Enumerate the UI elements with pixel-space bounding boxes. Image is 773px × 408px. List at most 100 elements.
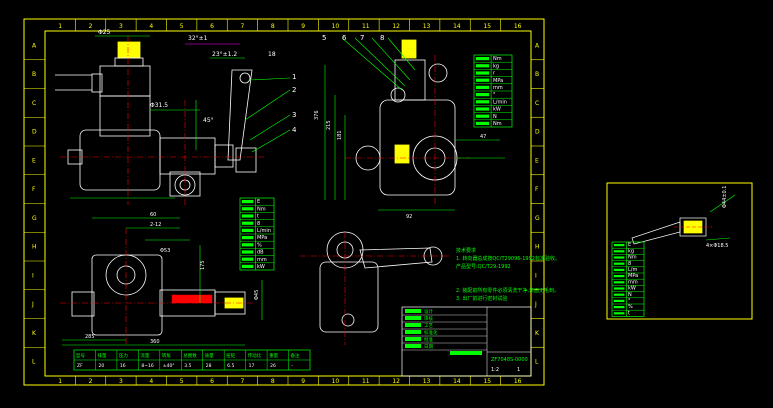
valve-cap xyxy=(117,41,141,59)
side-housing xyxy=(379,99,456,196)
border-col-label-bottom: 14 xyxy=(453,378,461,385)
leader-label-4: 4 xyxy=(292,126,297,134)
title-label-swatch xyxy=(405,316,421,320)
dim-d1-text: Φ25 xyxy=(98,29,111,36)
right-table-cell: r xyxy=(493,71,496,77)
table-label-cell xyxy=(476,57,490,61)
param-header: 总圈数 xyxy=(183,352,197,359)
param-value: 3.5 xyxy=(184,363,191,369)
detail-table-cell: % xyxy=(628,304,633,310)
side-valve-cap xyxy=(401,39,417,59)
right-table-cell: Nm xyxy=(493,56,502,62)
main-sheet: 1122334455667788991010111112121313141415… xyxy=(23,18,545,386)
border-col-label-bottom: 11 xyxy=(362,378,370,385)
param-value: 16 xyxy=(120,363,126,369)
leader-label-6: 6 xyxy=(342,34,347,42)
border-row-label-left: K xyxy=(32,330,37,337)
border-row-label-right: F xyxy=(535,186,539,193)
border-row-label-right: J xyxy=(534,301,537,308)
border-row-label-right: E xyxy=(535,157,539,164)
leader-7 xyxy=(371,37,411,81)
dim-arm3-text: 18 xyxy=(268,51,276,58)
param-value: 8~16 xyxy=(141,363,153,369)
param-header: 重量 xyxy=(269,352,278,359)
param-header: 转角 xyxy=(162,352,171,359)
title-label: 审核 xyxy=(424,315,433,322)
main-table-cell: MPa xyxy=(257,235,267,241)
housing-upper xyxy=(99,95,151,137)
table-label-cell xyxy=(242,236,254,240)
leader-label-7: 7 xyxy=(360,34,364,42)
title-label-swatch xyxy=(405,330,421,334)
table-label-cell xyxy=(242,207,254,211)
right-table-cell: ° xyxy=(493,92,496,98)
pitman-arm-ball xyxy=(239,72,251,84)
border-col-label-top: 8 xyxy=(271,23,275,30)
border-row-label-left: G xyxy=(32,215,37,222)
table-label-cell xyxy=(476,114,490,118)
table-label-cell xyxy=(614,281,625,284)
side-port-circle-2 xyxy=(390,87,406,103)
border-row-label-right: B xyxy=(535,71,539,78)
parameter-table: 型号ZF排量20压力16流量8~16转角±40°总圈数3.5质量28扭矩6.5传… xyxy=(73,349,311,371)
pitman-arm xyxy=(227,69,253,161)
port-arrows xyxy=(55,74,92,91)
rear-drain xyxy=(341,313,355,327)
table-label-cell xyxy=(614,244,625,247)
table-label-cell xyxy=(476,121,490,125)
border-col-label-bottom: 5 xyxy=(180,378,184,385)
top-view-housing xyxy=(91,254,163,336)
title-label: 标准化 xyxy=(424,329,438,336)
top-view-piston xyxy=(171,294,213,304)
table-label-cell xyxy=(614,262,625,265)
table-label-cell xyxy=(476,93,490,97)
leader-1 xyxy=(249,77,291,81)
border-row-label-right: H xyxy=(535,244,540,251)
dim-arm2-text: 23°±1.2 xyxy=(212,51,237,58)
table-label-cell xyxy=(614,299,625,302)
param-header: 扭矩 xyxy=(226,352,235,359)
param-value: ±40° xyxy=(163,363,175,369)
border-col-label-bottom: 7 xyxy=(240,378,244,385)
border-col-label-top: 15 xyxy=(483,23,491,30)
gear-housing xyxy=(79,129,161,191)
border-row-label-left: A xyxy=(32,42,37,49)
border-col-label-top: 9 xyxy=(301,23,305,30)
main-table-cell: E xyxy=(257,199,260,205)
main-table-cell: 8 xyxy=(257,221,260,227)
leader-3 xyxy=(249,114,291,141)
top-view-dims xyxy=(62,217,263,346)
param-value: - xyxy=(292,364,294,369)
side-view xyxy=(345,39,470,205)
border-col-label-top: 10 xyxy=(332,23,340,30)
table-label-cell xyxy=(614,306,625,309)
table-label-cell xyxy=(476,64,490,68)
leader-5 xyxy=(341,37,403,91)
border-col-label-top: 4 xyxy=(149,23,153,30)
border-row-label-right: C xyxy=(535,100,539,107)
top-view-input xyxy=(71,291,95,317)
border-row-label-left: H xyxy=(32,244,37,251)
dim-arm-text: 32°±1 xyxy=(188,35,208,42)
main-table-cell: Nm xyxy=(257,206,266,212)
table-label-cell xyxy=(242,200,254,204)
border-col-label-bottom: 2 xyxy=(89,378,93,385)
border-row-label-left: E xyxy=(32,157,36,164)
title-label-swatch xyxy=(405,309,421,313)
title-label: 设计 xyxy=(424,308,433,315)
table-label-cell xyxy=(614,275,625,278)
border-row-label-left: L xyxy=(32,359,36,366)
detail-dim-2-text: 4×Φ18.5 xyxy=(706,243,728,249)
border-col-label-bottom: 4 xyxy=(149,378,153,385)
leader-label-8: 8 xyxy=(380,34,384,42)
side-dim-3: 181 xyxy=(337,130,343,140)
title-label: 工艺 xyxy=(424,323,433,329)
border-row-label-right: G xyxy=(535,215,540,222)
border-row-label-right: L xyxy=(535,359,539,366)
